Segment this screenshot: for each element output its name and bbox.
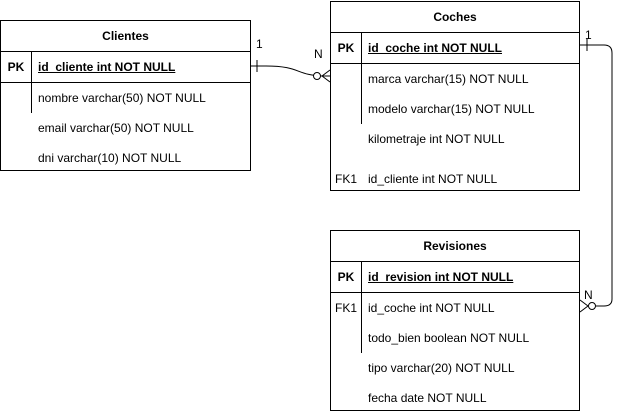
table-row[interactable]: PK id_revision int NOT NULL (331, 262, 579, 293)
cardinality-revisiones-many: N (584, 288, 593, 302)
key-label (331, 124, 361, 154)
column-divider (361, 323, 362, 353)
column-divider (361, 293, 362, 323)
relation-line-coches-revisiones (580, 44, 613, 307)
table-coches[interactable]: Coches PK id_coche int NOT NULL marca va… (330, 1, 580, 191)
table-revisiones[interactable]: Revisiones PK id_revision int NOT NULL F… (330, 230, 580, 411)
field-label: marca varchar(15) NOT NULL (368, 72, 529, 86)
field-label: id_cliente int NOT NULL (368, 172, 498, 186)
table-row[interactable]: tipo varchar(20) NOT NULL (331, 353, 579, 383)
key-label (331, 323, 361, 353)
table-row[interactable]: fecha date NOT NULL (331, 383, 579, 413)
table-row[interactable]: modelo varchar(15) NOT NULL (331, 94, 579, 124)
field-label: email varchar(50) NOT NULL (38, 121, 194, 135)
crowfoot-marker-coches (313, 69, 331, 83)
field-label: id_revision int NOT NULL (368, 270, 514, 284)
key-label: PK (7, 60, 25, 74)
table-row[interactable]: marca varchar(15) NOT NULL (331, 64, 579, 94)
key-label: FK1 (334, 172, 357, 186)
cardinality-coches-one: 1 (585, 28, 592, 42)
table-row[interactable]: kilometraje int NOT NULL (331, 124, 579, 154)
table-title: Clientes (1, 21, 250, 52)
table-title: Coches (331, 2, 579, 33)
key-label (331, 64, 361, 94)
table-row[interactable]: todo_bien boolean NOT NULL (331, 323, 579, 353)
column-divider (31, 52, 32, 82)
key-label (1, 143, 31, 173)
table-row[interactable]: FK1 id_coche int NOT NULL (331, 293, 579, 323)
key-label: FK1 (334, 301, 357, 315)
field-label: fecha date NOT NULL (368, 391, 487, 405)
field-label: nombre varchar(50) NOT NULL (38, 91, 206, 105)
field-label: kilometraje int NOT NULL (368, 132, 505, 146)
field-label: dni varchar(10) NOT NULL (38, 151, 182, 165)
column-divider (31, 83, 32, 113)
column-divider (361, 94, 362, 124)
column-divider (361, 33, 362, 63)
field-label: id_coche int NOT NULL (368, 301, 495, 315)
field-label: modelo varchar(15) NOT NULL (368, 102, 535, 116)
key-label (1, 113, 31, 143)
table-clientes[interactable]: Clientes PK id_cliente int NOT NULL nomb… (0, 20, 251, 171)
key-label: PK (337, 270, 355, 284)
field-label: id_coche int NOT NULL (368, 41, 503, 55)
field-label: todo_bien boolean NOT NULL (368, 331, 530, 345)
crowfoot-marker-revisiones (579, 299, 596, 313)
key-label: PK (337, 41, 355, 55)
table-title: Revisiones (331, 231, 579, 262)
field-label: id_cliente int NOT NULL (38, 60, 176, 74)
field-label: tipo varchar(20) NOT NULL (368, 361, 515, 375)
column-divider (361, 262, 362, 292)
table-row[interactable]: nombre varchar(50) NOT NULL (1, 83, 250, 113)
cardinality-clientes-one: 1 (256, 37, 263, 51)
table-row[interactable]: email varchar(50) NOT NULL (1, 113, 250, 143)
key-label (331, 383, 361, 413)
table-row[interactable]: FK1 id_cliente int NOT NULL (331, 154, 579, 194)
key-label (331, 94, 361, 124)
table-row[interactable]: PK id_cliente int NOT NULL (1, 52, 250, 83)
table-row[interactable]: dni varchar(10) NOT NULL (1, 143, 250, 173)
column-divider (361, 64, 362, 94)
cardinality-coches-many: N (314, 47, 323, 61)
key-label (331, 353, 361, 383)
key-label (1, 83, 31, 113)
table-row[interactable]: PK id_coche int NOT NULL (331, 33, 579, 64)
